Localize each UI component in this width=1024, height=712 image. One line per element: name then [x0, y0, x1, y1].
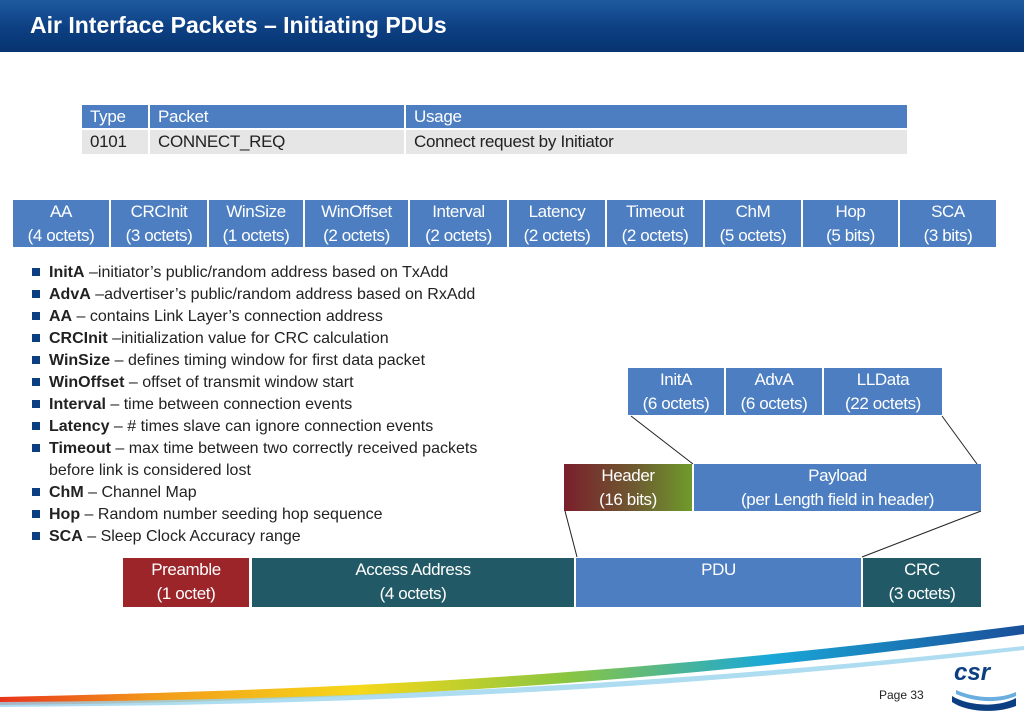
list-item: Interval – time between connection event… [30, 394, 570, 416]
field-hop: Hop (5 bits) [803, 200, 898, 247]
bullet-square-icon [32, 356, 40, 364]
field-winoffset: WinOffset (2 octets) [305, 200, 408, 247]
field-size: (4 octets) [379, 584, 447, 603]
list-item: WinOffset – offset of transmit window st… [30, 372, 570, 394]
bullet-square-icon [32, 422, 40, 430]
field-name: Payload [808, 466, 867, 485]
field-size: (1 octets) [222, 226, 290, 245]
cell-usage: Connect request by Initiator [405, 128, 907, 154]
bullet-square-icon [32, 488, 40, 496]
field-name: Access Address [355, 560, 471, 579]
field-size: (3 octets) [888, 584, 956, 603]
list-item: AdvA –advertiser’s public/random address… [30, 284, 570, 306]
bullet-square-icon [32, 334, 40, 342]
page-title: Air Interface Packets – Initiating PDUs [30, 12, 447, 38]
field-definitions-list: InitA –initiator’s public/random address… [30, 262, 570, 548]
packet-crc: CRC (3 octets) [863, 558, 981, 607]
column-header-usage: Usage [405, 105, 907, 129]
field-timeout: Timeout (2 octets) [607, 200, 703, 247]
packet-pdu: PDU [576, 558, 861, 607]
field-name: InitA [659, 370, 693, 389]
bullet-square-icon [32, 532, 40, 540]
field-size: (3 octets) [125, 226, 193, 245]
packet-type-table: Type Packet Usage 0101 CONNECT_REQ Conne… [82, 105, 907, 154]
field-aa: AA (4 octets) [13, 200, 109, 247]
field-size: (6 octets) [642, 394, 710, 413]
cell-packet: CONNECT_REQ [149, 128, 406, 154]
field-name: Hop [835, 202, 866, 221]
bullet-square-icon [32, 444, 40, 452]
bullet-square-icon [32, 268, 40, 276]
field-name: SCA [931, 202, 965, 221]
pdu-payload: Payload (per Length field in header) [694, 464, 981, 511]
field-name: WinOffset [321, 202, 392, 221]
field-name: ChM [735, 202, 771, 221]
field-size: (3 bits) [923, 226, 973, 245]
bullet-square-icon [32, 312, 40, 320]
list-item: Latency – # times slave can ignore conne… [30, 416, 570, 438]
list-item: CRCInit –initialization value for CRC ca… [30, 328, 570, 350]
field-size: (2 octets) [523, 226, 591, 245]
bullet-square-icon [32, 290, 40, 298]
list-item: InitA –initiator’s public/random address… [30, 262, 570, 284]
field-size: (4 octets) [27, 226, 95, 245]
field-size: (5 octets) [719, 226, 787, 245]
csr-logo: csr [952, 659, 1016, 711]
field-name: PDU [701, 560, 736, 579]
field-name: LLData [856, 370, 910, 389]
field-latency: Latency (2 octets) [509, 200, 605, 247]
field-size: (2 octets) [621, 226, 689, 245]
field-crcinit: CRCInit (3 octets) [111, 200, 207, 247]
bullet-square-icon [32, 510, 40, 518]
field-size: (22 octets) [845, 394, 921, 413]
field-size: (5 bits) [826, 226, 875, 245]
title-bar: Air Interface Packets – Initiating PDUs [0, 0, 1024, 52]
field-name: CRCInit [130, 202, 188, 221]
field-size: (per Length field in header) [741, 490, 934, 509]
field-sca: SCA (3 bits) [900, 200, 996, 247]
page-number: Page 33 [879, 688, 924, 702]
field-name: Latency [528, 202, 586, 221]
svg-text:csr: csr [954, 659, 992, 686]
packet-access-address: Access Address (4 octets) [252, 558, 574, 607]
bullet-square-icon [32, 378, 40, 386]
field-interval: Interval (2 octets) [410, 200, 507, 247]
field-name: Interval [432, 202, 485, 221]
field-name: AA [50, 202, 72, 221]
field-name: Timeout [626, 202, 684, 221]
field-name: AdvA [754, 370, 794, 389]
list-item: Timeout – max time between two correctly… [30, 438, 570, 482]
field-name: WinSize [226, 202, 286, 221]
column-header-type: Type [82, 105, 150, 129]
table-header-row: Type Packet Usage [82, 105, 907, 129]
field-size: (16 bits) [599, 490, 657, 509]
cell-type: 0101 [82, 128, 150, 154]
column-header-packet: Packet [149, 105, 406, 129]
field-size: (1 octet) [156, 584, 216, 603]
field-winsize: WinSize (1 octets) [209, 200, 303, 247]
bullet-square-icon [32, 400, 40, 408]
field-name: Preamble [151, 560, 221, 579]
field-name: Header [601, 466, 655, 485]
list-item: Hop – Random number seeding hop sequence [30, 504, 570, 526]
field-size: (6 octets) [740, 394, 808, 413]
field-chm: ChM (5 octets) [705, 200, 801, 247]
field-size: (2 octets) [425, 226, 492, 245]
pdu-header: Header (16 bits) [564, 464, 692, 511]
payload-field-lldata: LLData (22 octets) [824, 368, 942, 415]
table-row: 0101 CONNECT_REQ Connect request by Init… [82, 128, 907, 154]
packet-preamble: Preamble (1 octet) [123, 558, 249, 607]
list-item: WinSize – defines timing window for firs… [30, 350, 570, 372]
field-size: (2 octets) [323, 226, 390, 245]
payload-field-inita: InitA (6 octets) [628, 368, 724, 415]
list-item: ChM – Channel Map [30, 482, 570, 504]
payload-field-adva: AdvA (6 octets) [726, 368, 822, 415]
field-name: CRC [904, 560, 940, 579]
list-item: AA – contains Link Layer’s connection ad… [30, 306, 570, 328]
list-item: SCA – Sleep Clock Accuracy range [30, 526, 570, 548]
